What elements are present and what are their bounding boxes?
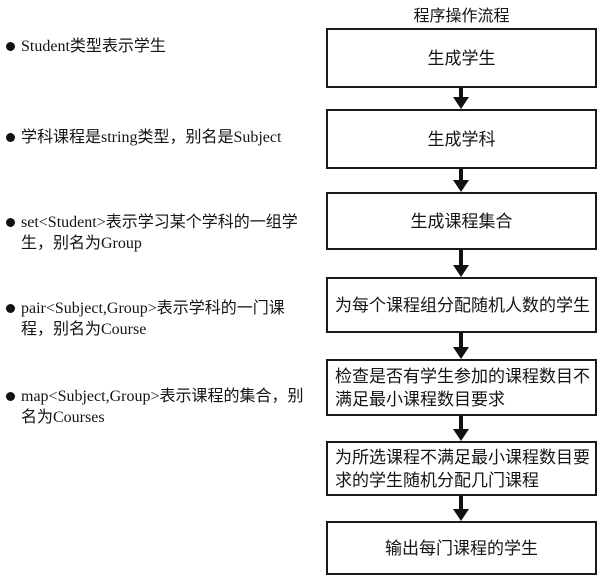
bullet-text: pair<Subject,Group>表示学科的一门课程，别名为Course — [21, 300, 285, 338]
flow-step-label: 为每个课程组分配随机人数的学生 — [335, 295, 590, 315]
list-item: map<Subject,Group>表示课程的集合，别名为Courses — [6, 386, 320, 428]
bullet-icon — [6, 392, 15, 401]
arrow-down-icon — [453, 88, 469, 109]
arrow-down-icon — [453, 333, 469, 359]
list-item: set<Student>表示学习某个学科的一组学生，别名为Group — [6, 212, 320, 254]
bullet-text: map<Subject,Group>表示课程的集合，别名为Courses — [21, 388, 304, 426]
bullet-icon — [6, 133, 15, 142]
bullet-icon — [6, 218, 15, 227]
flow-step-assign-random-students: 为每个课程组分配随机人数的学生 — [326, 277, 597, 333]
arrow-head — [453, 265, 469, 277]
arrow-down-icon — [453, 496, 469, 521]
bullet-icon — [6, 42, 15, 51]
flowchart-title: 程序操作流程 — [413, 8, 510, 25]
flow-step-label: 检查是否有学生参加的课程数目不满足最小课程数目要求 — [335, 366, 590, 409]
arrow-head — [453, 509, 469, 521]
list-item: Student类型表示学生 — [6, 36, 320, 57]
flow-step-label: 生成学科 — [427, 129, 496, 149]
flow-step-assign-courses-to-students: 为所选课程不满足最小课程数目要求的学生随机分配几门课程 — [326, 441, 597, 496]
arrow-stem — [459, 333, 463, 347]
flow-step-label: 为所选课程不满足最小课程数目要求的学生随机分配几门课程 — [335, 447, 590, 490]
arrow-stem — [459, 250, 463, 265]
arrow-head — [453, 97, 469, 109]
arrow-down-icon — [453, 250, 469, 277]
arrow-down-icon — [453, 416, 469, 441]
bullet-text: 学科课程是string类型，别名是Subject — [21, 129, 282, 146]
flow-step-generate-subjects: 生成学科 — [326, 109, 597, 169]
arrow-stem — [459, 169, 463, 180]
arrow-head — [453, 180, 469, 192]
flow-step-label: 生成学生 — [427, 48, 496, 68]
arrow-stem — [459, 88, 463, 97]
arrow-head — [453, 347, 469, 359]
bullet-text: set<Student>表示学习某个学科的一组学生，别名为Group — [21, 214, 298, 252]
flow-step-output-students: 输出每门课程的学生 — [326, 521, 597, 575]
list-item: pair<Subject,Group>表示学科的一门课程，别名为Course — [6, 298, 320, 340]
bullet-text: Student类型表示学生 — [21, 38, 166, 55]
flow-step-generate-students: 生成学生 — [326, 28, 597, 88]
list-item: 学科课程是string类型，别名是Subject — [6, 127, 320, 148]
arrow-stem — [459, 416, 463, 429]
arrow-head — [453, 429, 469, 441]
arrow-stem — [459, 496, 463, 509]
flow-step-label: 生成课程集合 — [410, 211, 513, 231]
arrow-down-icon — [453, 169, 469, 192]
flow-step-check-min-course-count: 检查是否有学生参加的课程数目不满足最小课程数目要求 — [326, 359, 597, 416]
flow-step-generate-course-set: 生成课程集合 — [326, 192, 597, 250]
bullet-icon — [6, 304, 15, 313]
flow-step-label: 输出每门课程的学生 — [385, 538, 538, 558]
